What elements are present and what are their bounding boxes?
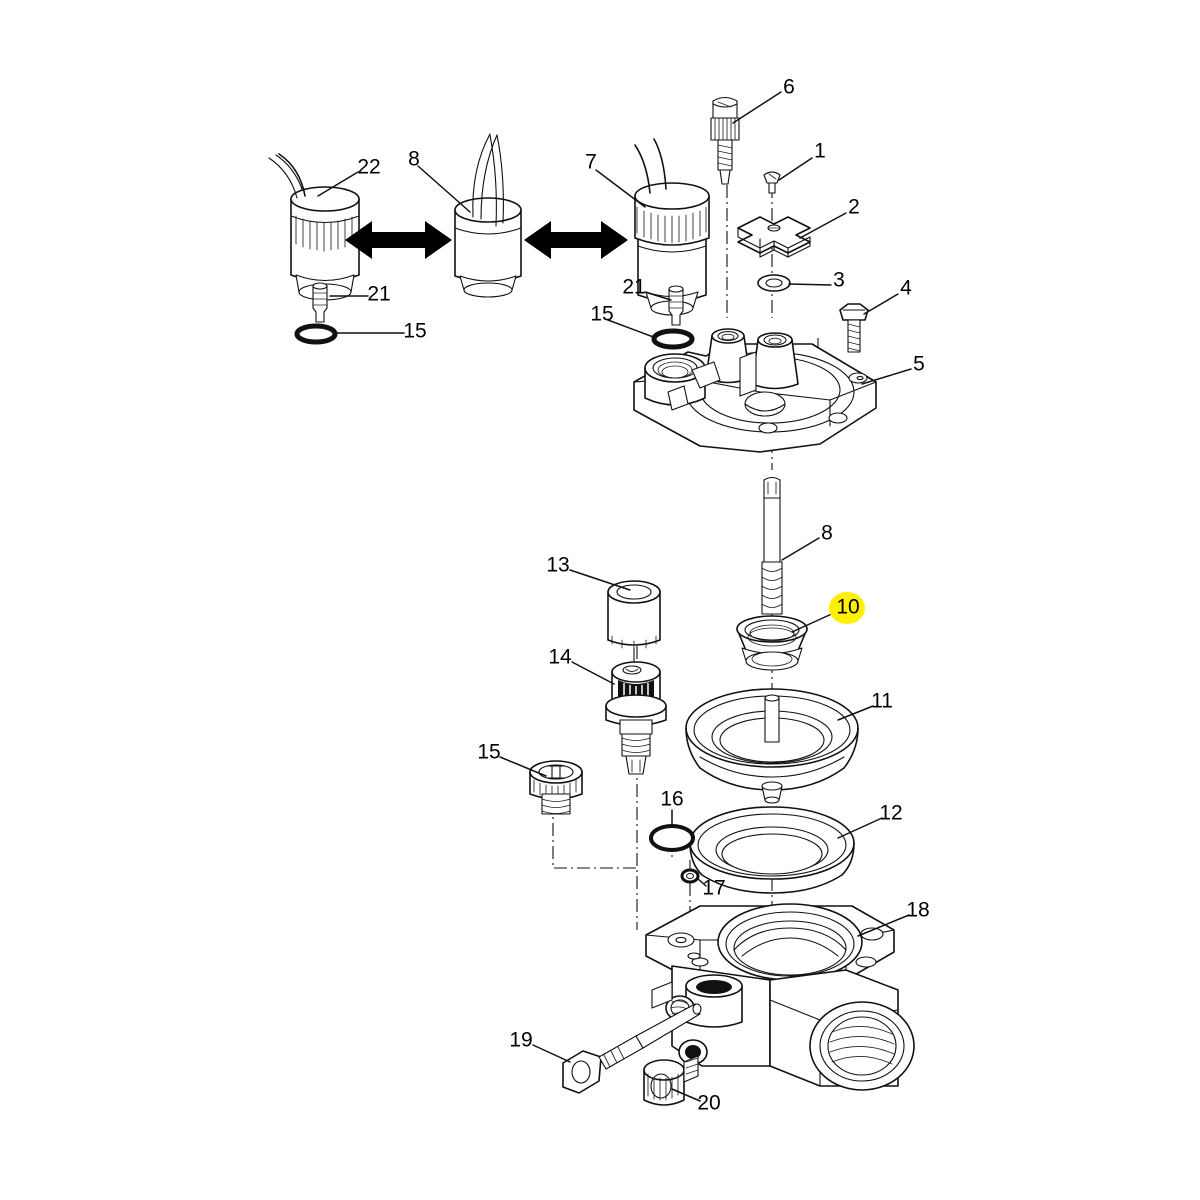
part-22-solenoid-latching bbox=[268, 153, 360, 301]
part-2-cross-bracket bbox=[737, 216, 811, 258]
part-8-valve-stem bbox=[761, 476, 783, 627]
callout-2: 2 bbox=[848, 196, 860, 219]
arrow-right-pair bbox=[524, 221, 628, 259]
callout-17: 17 bbox=[702, 877, 725, 900]
part-3-washer bbox=[757, 274, 791, 292]
part-17-oring-small bbox=[680, 868, 700, 884]
part-12-diaphragm-retainer bbox=[689, 806, 855, 894]
part-8-solenoid-plain bbox=[454, 133, 522, 298]
part-11-diaphragm bbox=[685, 688, 859, 804]
callout-19: 19 bbox=[509, 1029, 532, 1052]
part-15-plug bbox=[529, 760, 583, 815]
part-4-hex-bolt bbox=[839, 303, 869, 353]
part-20-fitting-plug bbox=[643, 1055, 699, 1106]
part-16-oring-large bbox=[649, 824, 695, 852]
part-6-bleed-screw bbox=[710, 96, 740, 185]
callout-16: 16 bbox=[660, 788, 683, 811]
callout-labels: 6 1 22 8 7 2 3 21 21 4 15 15 5 8 13 10 1… bbox=[357, 76, 929, 1115]
callout-6: 6 bbox=[783, 76, 795, 99]
part-15-oring-right bbox=[651, 328, 695, 350]
arrow-left-pair bbox=[345, 221, 452, 259]
callout-15b: 15 bbox=[590, 303, 613, 326]
part-14-flow-control-stem bbox=[605, 661, 667, 775]
callout-7: 7 bbox=[585, 151, 597, 174]
callout-22: 22 bbox=[357, 156, 380, 179]
part-19-long-bolt bbox=[562, 1003, 702, 1094]
callout-1: 1 bbox=[814, 140, 826, 163]
part-21-plunger-left bbox=[312, 282, 328, 323]
callout-15a: 15 bbox=[403, 320, 426, 343]
callout-14: 14 bbox=[548, 646, 572, 669]
callout-3: 3 bbox=[833, 269, 845, 292]
callout-18: 18 bbox=[906, 899, 929, 922]
part-15-oring-left bbox=[294, 323, 338, 345]
callout-8b: 8 bbox=[821, 522, 833, 545]
callout-5: 5 bbox=[913, 353, 925, 376]
part-1-screw-small bbox=[763, 171, 781, 194]
callout-11: 11 bbox=[871, 690, 893, 713]
highlight-badge-10 bbox=[829, 592, 865, 624]
callout-13: 13 bbox=[546, 554, 569, 577]
callout-15c: 15 bbox=[477, 741, 500, 764]
part-10-spring-seat bbox=[736, 615, 808, 671]
callout-12: 12 bbox=[879, 802, 902, 825]
part-18-valve-body bbox=[645, 903, 915, 1091]
callout-8a: 8 bbox=[408, 148, 420, 171]
leader-lines bbox=[317, 91, 912, 1102]
part-13-cap bbox=[607, 580, 661, 669]
callout-4: 4 bbox=[900, 277, 912, 300]
callout-10: 10 bbox=[836, 596, 859, 619]
part-5-bonnet bbox=[633, 328, 877, 453]
callout-21a: 21 bbox=[367, 283, 390, 306]
callout-21b: 21 bbox=[622, 276, 645, 299]
callout-20: 20 bbox=[697, 1092, 720, 1115]
part-21-plunger-right bbox=[668, 285, 684, 326]
part-7-solenoid-knob bbox=[634, 138, 710, 316]
